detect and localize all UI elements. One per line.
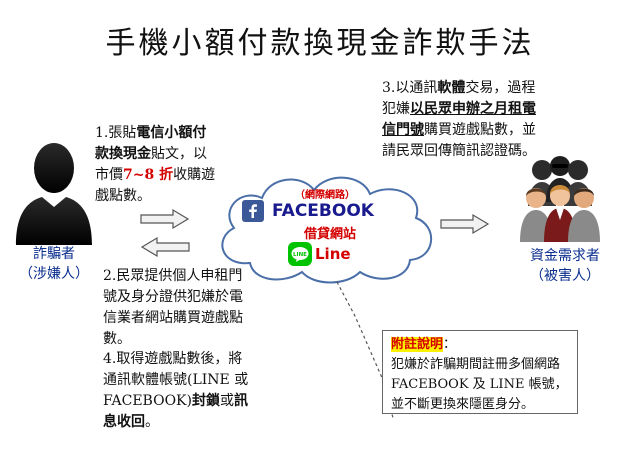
page-title: 手機小額付款換現金詐欺手法 bbox=[105, 26, 535, 61]
step4-part3: 或 bbox=[219, 393, 234, 409]
facebook-label: FACEBOOK bbox=[272, 201, 374, 221]
arrow-right-icon bbox=[440, 213, 490, 235]
step1-part1: 1.張貼 bbox=[95, 125, 137, 141]
facebook-icon bbox=[242, 200, 264, 222]
step1-part5: 收購遊戲點數。 bbox=[95, 167, 216, 204]
step1-text: 1.張貼電信小額付款換現金貼文，以市價7~8 折收購遊戲點數。 bbox=[95, 123, 217, 207]
line-icon: LINE bbox=[288, 242, 312, 266]
note-title-row: 附註說明： bbox=[391, 335, 569, 355]
scammer-label-line1: 詐騙者 bbox=[33, 246, 75, 262]
arrow-right-icon bbox=[140, 208, 190, 230]
step2-text: 2.民眾提供個人申租門號及身分證供犯嫌於電信業者網站購買遊戲點數。 bbox=[103, 268, 243, 347]
step3-part5: 購買遊戲點數，並請民眾回傳簡訊認證碼。 bbox=[382, 122, 536, 159]
line-row: LINE Line bbox=[288, 242, 378, 266]
arrow-left-icon bbox=[140, 236, 190, 258]
step1-part3: 貼文，以市價 bbox=[95, 146, 207, 183]
network-label: （網際網路） bbox=[295, 190, 355, 201]
step3-part3: 交易，過程犯嫌 bbox=[382, 80, 536, 117]
line-label: Line bbox=[315, 245, 351, 263]
facebook-row: FACEBOOK bbox=[240, 200, 420, 222]
step4-part2: 封鎖 bbox=[191, 393, 220, 409]
victims-label-line1: 資金需求者 bbox=[530, 248, 600, 264]
note-box: 附註說明： 犯嫌於詐騙期間註冊多個網路 FACEBOOK 及 LINE 帳號，並… bbox=[382, 330, 578, 414]
borrow-site-label: 借貸網站 bbox=[303, 227, 356, 242]
step4-part1: 4.取得遊戲點數後，將通訊軟體帳號(LINE 或FACEBOOK) bbox=[103, 351, 249, 409]
scammer-label-line2: （涉嫌人） bbox=[19, 266, 89, 282]
internet-cloud bbox=[221, 176, 432, 284]
step4-part5: 。 bbox=[145, 414, 159, 430]
step1-part4: 7~8 折 bbox=[123, 167, 174, 183]
note-body: 犯嫌於詐騙期間註冊多個網路 FACEBOOK 及 LINE 帳號，並不斷更換來隱… bbox=[391, 357, 568, 412]
group-people-icon bbox=[520, 156, 600, 242]
note-colon: ： bbox=[443, 337, 457, 352]
step3-part2: 軟體 bbox=[437, 80, 466, 96]
line-icon-text: LINE bbox=[293, 252, 307, 258]
person-silhouette-icon bbox=[16, 143, 92, 245]
step3-part1: 3.以通訊 bbox=[382, 80, 438, 96]
step4-part4: 訊息收回 bbox=[103, 393, 248, 430]
scammer-label: 詐騙者 （涉嫌人） bbox=[4, 244, 104, 284]
note-title: 附註說明 bbox=[391, 337, 444, 352]
step3-part4: 以民眾申辦之月租電信門號 bbox=[382, 101, 536, 138]
step3-text: 3.以通訊軟體交易，過程犯嫌以民眾申辦之月租電信門號購買遊戲點數，並請民眾回傳簡… bbox=[382, 78, 542, 162]
victims-label: 資金需求者 （被害人） bbox=[515, 246, 615, 286]
step4-text: 4.取得遊戲點數後，將通訊軟體帳號(LINE 或FACEBOOK)封鎖或訊息收回… bbox=[103, 349, 251, 433]
cloud-content: （網際網路） bbox=[240, 186, 410, 201]
step1-part2: 電信小額付款換現金 bbox=[95, 125, 207, 162]
victims-label-line2: （被害人） bbox=[530, 268, 600, 284]
